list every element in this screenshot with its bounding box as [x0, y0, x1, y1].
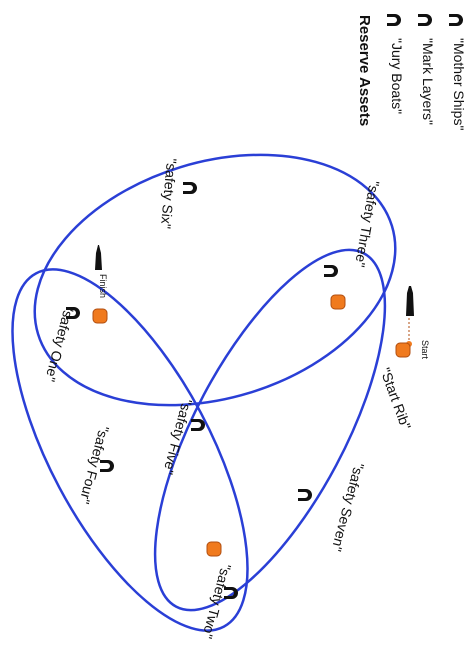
start-rib-buoy-icon — [395, 342, 411, 358]
label-safety-four: "safety Four" — [76, 424, 112, 505]
label-safety-seven: "safety Seven" — [329, 461, 368, 553]
buoy-icon-top-right — [330, 294, 346, 310]
jury-boats-icon — [387, 14, 401, 26]
start-boat-icon — [406, 286, 414, 316]
legend-item-jury-boats: "Jury Boats" — [389, 38, 405, 114]
finish-buoy-icon — [92, 308, 108, 324]
label-safety-six: "safety Six" — [158, 158, 180, 230]
boat-icon-safety-five — [191, 419, 205, 431]
finish-boat-icon — [95, 245, 102, 270]
label-safety-five: "safety Five" — [160, 397, 196, 476]
label-safety-three: "safety Three" — [352, 179, 383, 268]
finish-label: Finish — [98, 274, 108, 298]
legend: Reserve Assets "Jury Boats" "Mark Layers… — [356, 14, 467, 130]
ellipse-right — [153, 248, 387, 612]
mark-layers-icon — [418, 14, 432, 26]
label-safety-one: "safety One" — [42, 304, 78, 383]
legend-title: Reserve Assets — [356, 15, 373, 126]
boat-icon-safety-six — [183, 182, 197, 194]
buoy-icon-bottom — [206, 541, 222, 557]
safety-boats — [66, 182, 338, 599]
label-safety-two: "safety Two" — [199, 562, 234, 640]
legend-item-mother-ships: "Mother Ships" — [451, 38, 467, 130]
ellipse-top — [33, 153, 397, 407]
zone-ellipses — [11, 153, 397, 632]
course-marks: Finish Start "Start Rib" — [92, 245, 430, 557]
start-rib-label: "Start Rib" — [377, 366, 414, 432]
legend-item-mark-layers: "Mark Layers" — [420, 38, 436, 125]
ellipse-left — [11, 268, 249, 632]
zone-labels: "safety Six" "safety Three" "safety One"… — [42, 158, 383, 641]
mother-ships-icon — [449, 14, 463, 26]
boat-icon-safety-three — [324, 265, 338, 277]
boat-icon-safety-seven — [298, 489, 312, 501]
start-label: Start — [420, 340, 430, 360]
